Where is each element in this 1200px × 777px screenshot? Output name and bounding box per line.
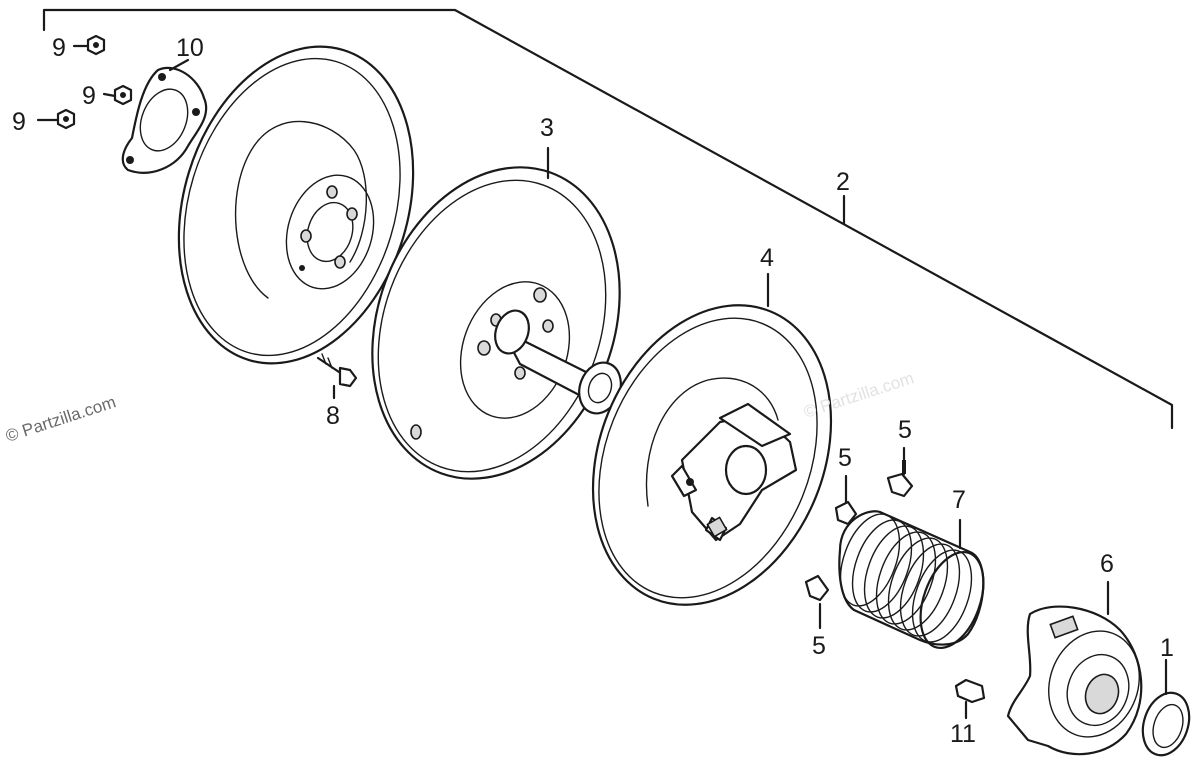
callout-11: 11 bbox=[950, 720, 976, 748]
assembly-bracket bbox=[42, 8, 1174, 430]
callout-10: 10 bbox=[176, 34, 204, 62]
callout-2: 2 bbox=[836, 168, 850, 196]
callout-1: 1 bbox=[1160, 634, 1174, 662]
part-5-sliders bbox=[804, 446, 914, 630]
part-9-nuts bbox=[36, 34, 133, 130]
callout-6: 6 bbox=[1100, 550, 1114, 578]
part-11-key bbox=[954, 678, 986, 720]
part-4-disc-with-spider bbox=[591, 272, 833, 606]
part-3-movable-disc bbox=[371, 146, 622, 480]
callout-labels: 1 2 3 4 5 5 5 6 7 8 9 9 9 10 11 bbox=[12, 34, 1174, 748]
callout-5c: 5 bbox=[812, 632, 826, 660]
part-7-spring bbox=[838, 510, 985, 650]
part-1-clip-ring bbox=[1141, 658, 1191, 757]
callout-9c: 9 bbox=[12, 108, 26, 136]
callout-5b: 5 bbox=[838, 444, 852, 472]
callout-9b: 9 bbox=[82, 82, 96, 110]
part-10-gasket bbox=[121, 58, 208, 174]
callout-4: 4 bbox=[760, 244, 774, 272]
watermark-main: © Partzilla.com bbox=[3, 392, 118, 445]
callout-8: 8 bbox=[326, 402, 340, 430]
callout-3: 3 bbox=[540, 114, 554, 142]
part-6-cover bbox=[1006, 580, 1143, 756]
callout-9a: 9 bbox=[52, 34, 66, 62]
callout-5a: 5 bbox=[898, 416, 912, 444]
part-8-bolt bbox=[316, 353, 358, 400]
drive-face-disc bbox=[177, 45, 415, 365]
callout-7: 7 bbox=[952, 486, 966, 514]
